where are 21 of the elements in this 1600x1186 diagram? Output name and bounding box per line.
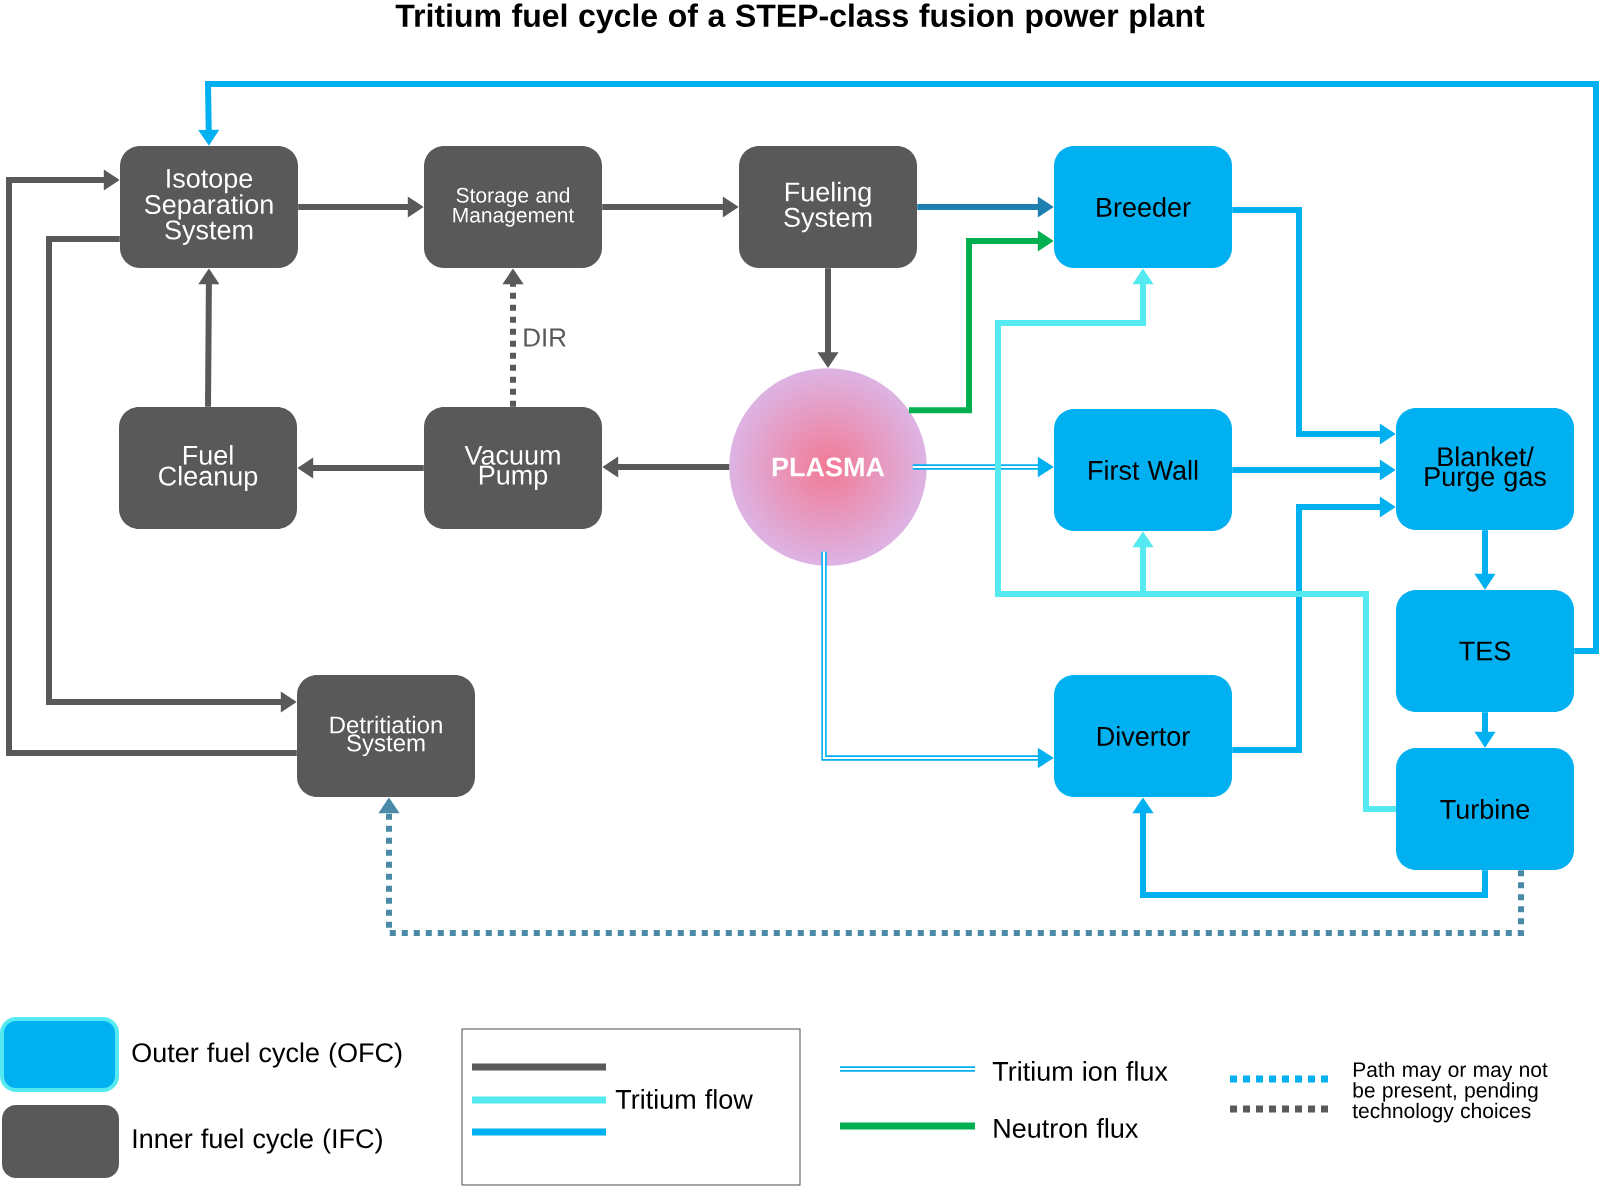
process-box: Turbine xyxy=(1396,748,1574,870)
process-box: Isotope Separation System xyxy=(120,146,298,268)
process-box: First Wall xyxy=(1054,409,1232,531)
process-box: Vacuum Pump xyxy=(424,407,602,529)
legend-text: Inner fuel cycle (IFC) xyxy=(133,1128,382,1154)
process-box: Breeder xyxy=(1054,146,1232,268)
legend-text: Tritium flow xyxy=(615,1089,753,1109)
legend-text: Outer fuel cycle (OFC) xyxy=(132,1042,402,1068)
legend-text: Neutron flux xyxy=(994,1118,1139,1138)
arrow xyxy=(6,169,297,756)
process-box: Fuel Cleanup xyxy=(119,407,297,529)
legend-text: Path may or may not be present, pending technology choices xyxy=(1352,1061,1548,1123)
edge-label: DIR xyxy=(521,327,568,348)
process-box: Storage and Management xyxy=(424,146,602,268)
process-box: TES xyxy=(1396,590,1574,712)
process-box: Detritiation System xyxy=(297,675,475,797)
process-box: Blanket/ Purge gas xyxy=(1396,408,1574,530)
title: Tritium fuel cycle of a STEP-class fusion power plant xyxy=(395,3,1205,34)
legend-text: Tritium ion flux xyxy=(992,1061,1168,1081)
process-box: Divertor xyxy=(1054,675,1232,797)
process-box: Fueling System xyxy=(739,146,917,268)
